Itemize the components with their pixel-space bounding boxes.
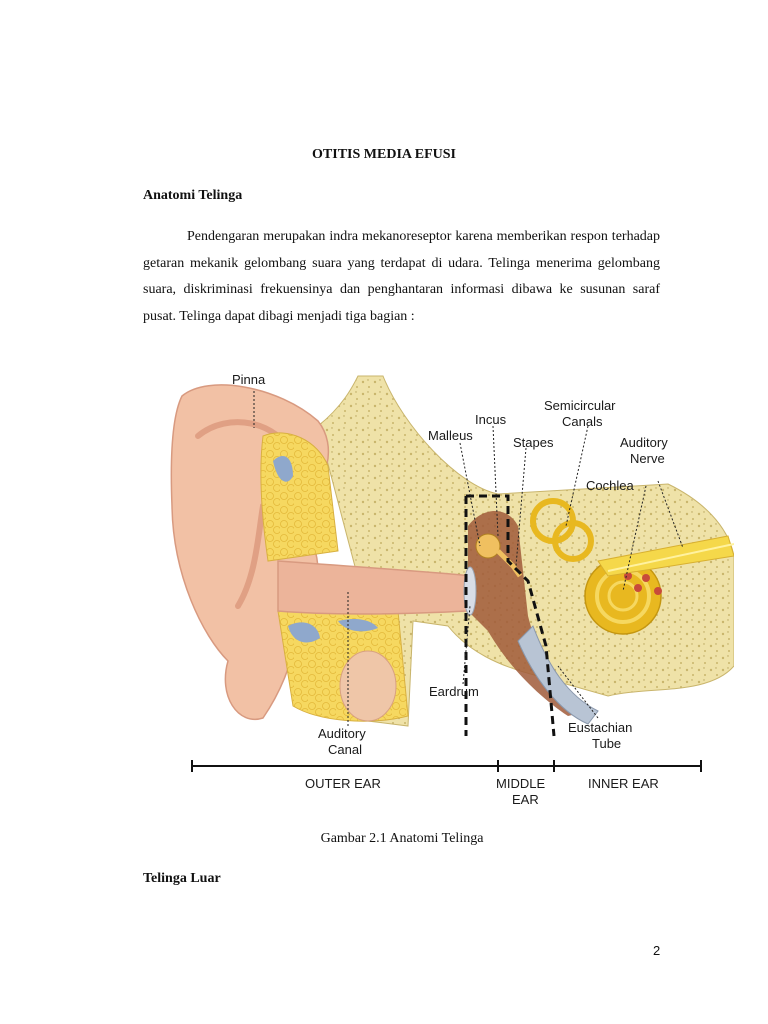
- label-eardrum: Eardrum: [429, 684, 479, 699]
- region-inner-ear: INNER EAR: [588, 776, 659, 791]
- label-pinna: Pinna: [232, 372, 266, 387]
- label-auditory-nerve-1: Auditory: [620, 435, 668, 450]
- eustachian-tube-shape: [517, 625, 599, 725]
- region-outer-ear: OUTER EAR: [305, 776, 381, 791]
- middle-ear-cavity: [468, 511, 588, 716]
- label-incus: Incus: [475, 412, 507, 427]
- label-semicircular-2: Canals: [562, 414, 603, 429]
- subheading-telinga-luar: Telinga Luar: [143, 871, 221, 886]
- label-semicircular-1: Semicircular: [544, 398, 616, 413]
- page-number: 2: [653, 943, 661, 958]
- region-middle-ear-2: EAR: [512, 792, 539, 807]
- label-stapes: Stapes: [513, 435, 554, 450]
- label-cochlea: Cochlea: [586, 478, 634, 493]
- section-heading: Anatomi Telinga: [143, 188, 243, 203]
- ear-anatomy-illustration: Pinna Incus Malleus Semicircular Canals …: [170, 372, 734, 807]
- ossicles: [475, 533, 501, 559]
- label-eustachian-2: Tube: [592, 736, 621, 751]
- region-scale-bar: [191, 760, 702, 772]
- region-middle-ear-1: MIDDLE: [496, 776, 545, 791]
- temporal-bone: [317, 375, 734, 727]
- label-malleus: Malleus: [428, 428, 473, 443]
- figure-caption: Gambar 2.1 Anatomi Telinga: [320, 831, 484, 846]
- body-paragraph: Pendengaran merupakan indra mekanoresept…: [143, 229, 660, 324]
- ear-anatomy-figure: Pinna Incus Malleus Semicircular Canals …: [168, 366, 734, 810]
- label-auditory-canal-2: Canal: [328, 742, 362, 757]
- label-auditory-canal-1: Auditory: [318, 726, 366, 741]
- label-eustachian-1: Eustachian: [568, 720, 632, 735]
- label-auditory-nerve-2: Nerve: [630, 451, 665, 466]
- middle-ear-boundary: [466, 494, 556, 737]
- document-title: OTITIS MEDIA EFUSI: [312, 147, 456, 162]
